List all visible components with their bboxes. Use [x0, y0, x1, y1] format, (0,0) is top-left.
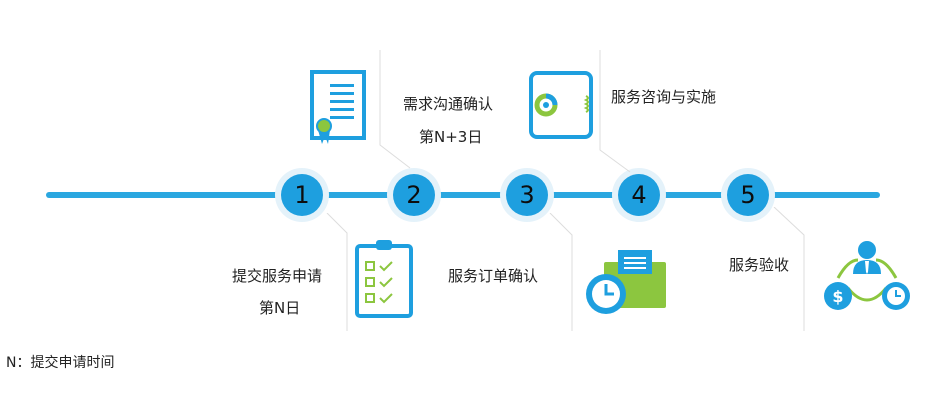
step-sublabel-1: 第N日	[259, 299, 301, 317]
clock-document-icon	[586, 250, 666, 314]
step-label-5: 服务验收	[729, 256, 790, 274]
connector-1	[326, 213, 348, 331]
step-number-5: 5	[727, 174, 769, 216]
step-sublabel-2: 第N+3日	[419, 128, 483, 146]
certificate-icon	[310, 70, 366, 144]
step-label-1: 提交服务申请	[232, 267, 323, 285]
step-node-2: 2	[387, 168, 441, 222]
step-label-4: 服务咨询与实施	[611, 88, 717, 106]
connector-4	[599, 50, 631, 173]
step-number-3: 3	[506, 174, 548, 216]
step-node-5: 5	[721, 168, 775, 222]
svg-text:$: $	[832, 287, 843, 306]
step-number-4: 4	[618, 174, 660, 216]
connector-5	[773, 207, 805, 331]
connector-2	[379, 50, 411, 169]
step-label-2: 需求沟通确认	[403, 95, 494, 113]
step-node-1: 1	[275, 168, 329, 222]
checklist-icon	[355, 240, 413, 318]
step-label-3: 服务订单确认	[448, 267, 539, 285]
step-node-4: 4	[612, 168, 666, 222]
step-number-2: 2	[393, 174, 435, 216]
chart-folder-icon	[529, 71, 593, 139]
connector-3	[549, 213, 573, 331]
timeline-line	[46, 192, 880, 198]
step-number-1: 1	[281, 174, 323, 216]
footnote: N：提交申请时间	[6, 355, 115, 371]
step-node-3: 3	[500, 168, 554, 222]
person-money-cycle-icon: $	[824, 241, 910, 310]
